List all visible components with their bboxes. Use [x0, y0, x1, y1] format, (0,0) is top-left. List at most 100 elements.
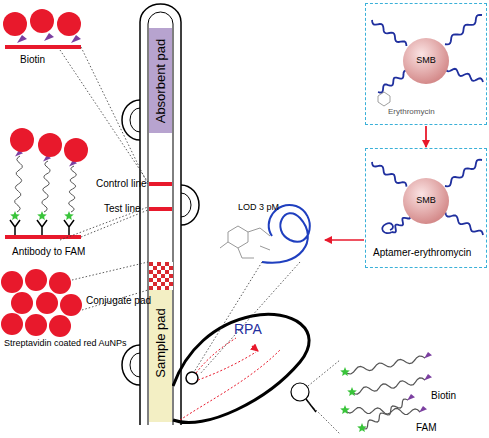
conjugate-pad-check [169, 278, 173, 282]
gold-nanoparticle [57, 12, 81, 36]
aptamer-strand [445, 160, 482, 187]
pad-band: Sample pad [149, 290, 172, 422]
strip-loop [122, 100, 140, 140]
label-text: Antibody to FAM [12, 246, 85, 257]
conjugate-pad-check [157, 270, 161, 274]
dna-strand [352, 378, 425, 394]
strip-loop [122, 345, 140, 385]
conjugate-pad-check [153, 274, 157, 278]
label-text: Biotin [431, 390, 456, 401]
fam-star [347, 387, 357, 396]
conjugate-pad-check [165, 262, 169, 266]
dna-strand [69, 166, 76, 212]
gold-nanoparticle [11, 292, 33, 314]
conjugate-pad-check [165, 282, 169, 286]
fam-star [37, 211, 47, 220]
label-text: RPA [234, 322, 262, 337]
aptamer-strand [372, 20, 406, 46]
strip-outline [140, 4, 181, 425]
conjugate-pad-check [161, 270, 165, 274]
biotin-triangle [424, 374, 432, 380]
aptamer-strand [378, 71, 409, 93]
conjugate-pad-check [149, 266, 153, 270]
conjugate-pad-check [149, 274, 153, 278]
control-line [149, 182, 172, 186]
conjugate-pad-check [165, 278, 169, 282]
conjugate-pad-check [157, 274, 161, 278]
biotin-triangle [17, 35, 27, 43]
conjugate-pad-check [153, 282, 157, 286]
gold-nanoparticle [1, 313, 23, 335]
antibody-symbol [37, 220, 47, 235]
aptamer-strand [372, 162, 406, 187]
pad-band: Absorbent pad [149, 28, 172, 133]
strip-lane [148, 12, 173, 425]
antibody-symbol [10, 220, 20, 235]
rpa-arrow [252, 346, 258, 351]
antibody-symbol [64, 220, 74, 235]
conjugate-pad-check [157, 266, 161, 270]
conjugate-pad-check [169, 270, 173, 274]
binding-arrow [325, 239, 364, 241]
strip-loop [130, 353, 140, 377]
node-text: Absorbent pad [153, 38, 167, 123]
aptamer-strand [445, 68, 483, 82]
leader-line [60, 50, 148, 182]
bead-circle [403, 178, 449, 224]
dna-strand [362, 399, 408, 429]
conjugate-pad-check [149, 270, 153, 274]
label-text: Control line [96, 178, 147, 189]
strip-loop [181, 185, 199, 225]
fam-star [340, 405, 350, 414]
fam-star [357, 423, 367, 432]
fam-star [10, 211, 20, 220]
label-text: Conjugate pad [86, 295, 151, 306]
node-text: Aptamer-erythromycin [373, 247, 471, 258]
conjugate-pad-check [161, 274, 165, 278]
conjugate-pad-check [169, 266, 173, 270]
conjugate-pad-check [157, 282, 161, 286]
leader-line [81, 47, 148, 185]
leader-line [308, 360, 340, 386]
aptamer-strand [262, 205, 310, 263]
conjugate-pad-check [165, 270, 169, 274]
membrane-bar [5, 235, 81, 239]
conjugate-pad-check [153, 270, 157, 274]
conjugate-pad-check [149, 278, 153, 282]
leader-line [306, 400, 340, 434]
conjugate-pad-check [161, 282, 165, 286]
rpa-dots [198, 352, 256, 380]
conjugate-pad-check [153, 262, 157, 266]
dna-strand [345, 356, 425, 374]
magnetic-bead: SMB [402, 177, 450, 225]
label-text: Biotin [20, 54, 45, 65]
biotin-triangle [424, 352, 432, 358]
conjugate-pad-check [165, 266, 169, 270]
node-text: Sample pad [153, 308, 167, 377]
flow-connector [425, 126, 427, 147]
gold-nanoparticle [10, 128, 34, 152]
gold-nanoparticle [49, 315, 71, 337]
dna-strand [42, 161, 50, 212]
gold-nanoparticle [38, 133, 62, 157]
conjugate-pad-check [161, 262, 165, 266]
magnifier [291, 383, 309, 401]
label-text: Test line [104, 203, 141, 214]
conjugate-pad-check [169, 262, 173, 266]
gold-nanoparticle [3, 12, 27, 36]
gold-nanoparticle [36, 292, 58, 314]
gold-nanoparticle [30, 9, 54, 33]
magnetic-bead: SMB [402, 37, 450, 85]
gold-nanoparticle [25, 269, 47, 291]
strip-loop [130, 108, 140, 132]
conjugate-pad-check [169, 282, 173, 286]
erythromycin-molecule [378, 92, 390, 106]
biotin-triangle [44, 33, 54, 41]
label-text: LOD 3 pM [238, 203, 279, 213]
aptamer-strand [445, 15, 482, 45]
node-text: SMB [416, 56, 436, 66]
gold-nanoparticle [1, 271, 23, 293]
fam-star [64, 211, 74, 220]
conjugate-pad-check [165, 274, 169, 278]
biotin-triangle [419, 406, 427, 412]
